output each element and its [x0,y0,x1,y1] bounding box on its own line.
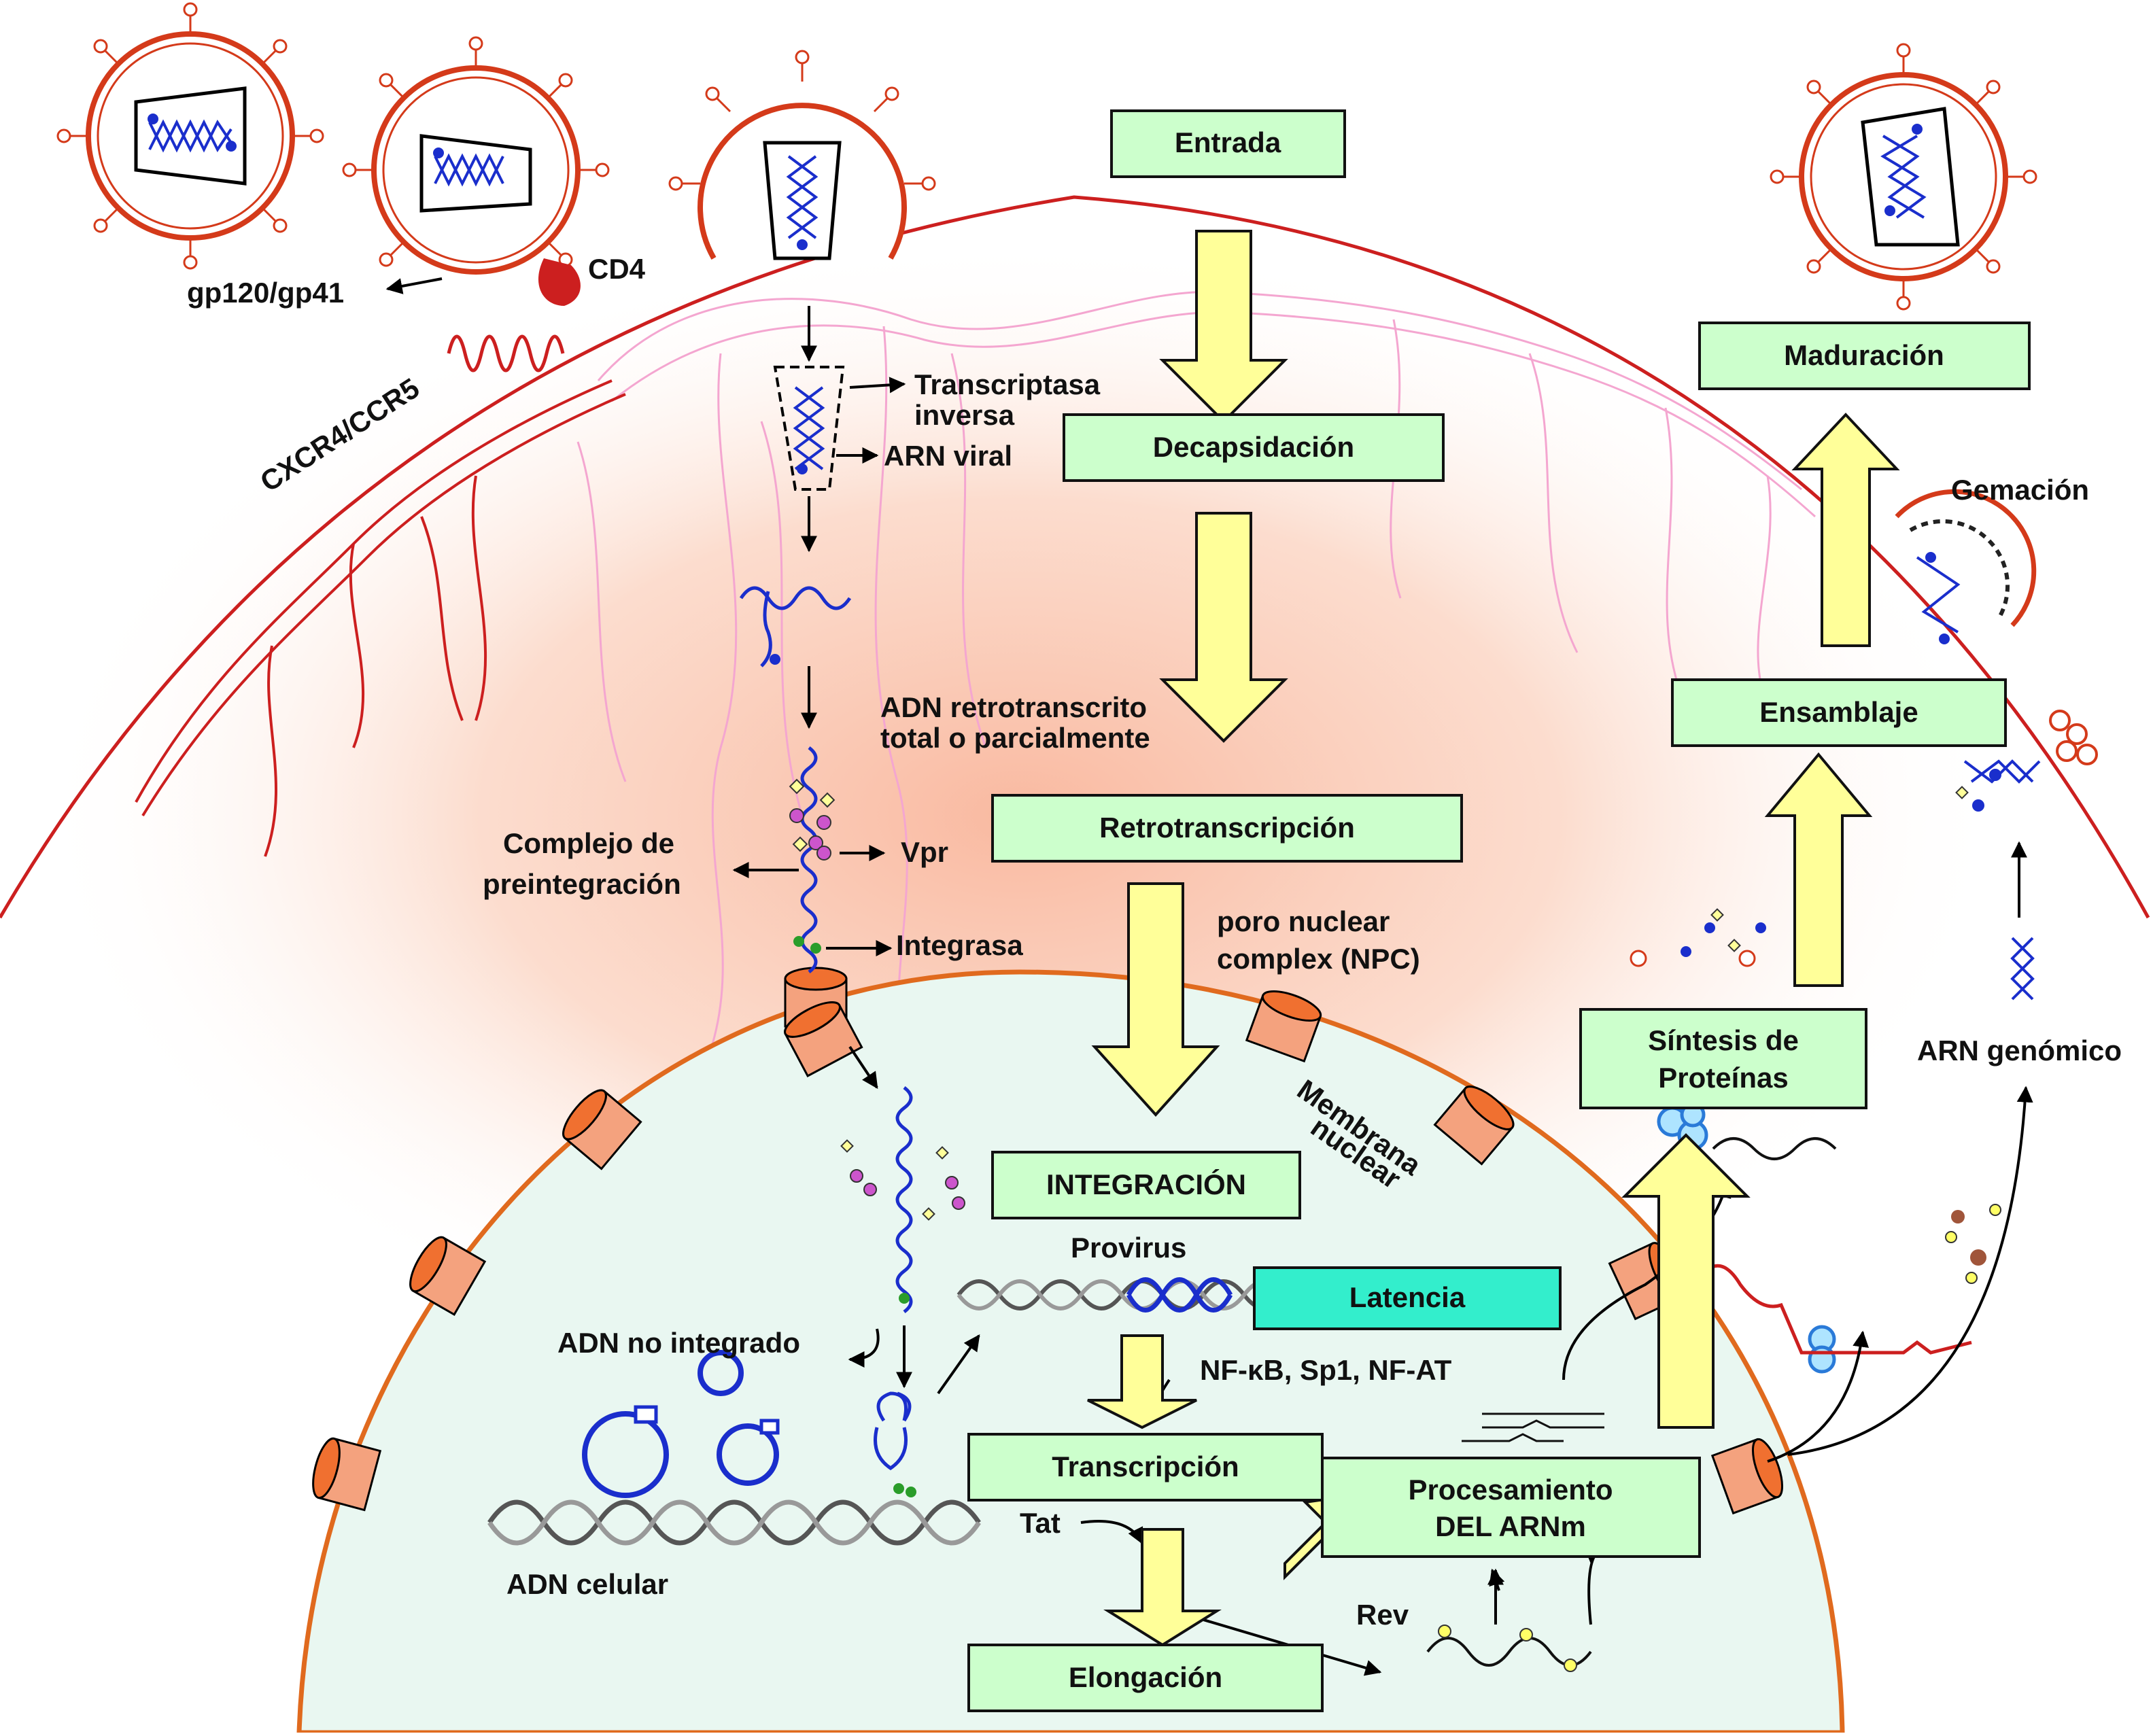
actin-filaments [135,379,626,857]
hiv-virion-icon [668,50,936,260]
stage-box-latencia [1253,1266,1562,1330]
stage-box-integracion [991,1151,1301,1219]
label-vpr: Vpr [901,836,948,868]
nuclear-pore-icon [409,1236,487,1317]
virions [56,2,2037,311]
dna-helix-icon [487,1499,981,1546]
stage-sintesis-label-1: Síntesis de [1648,1024,1799,1056]
protein-particles [1630,759,2041,1284]
nuclear-pore-icon [1710,1438,1784,1515]
stage-box-sintesis [1579,1008,1867,1109]
label-transcriptasa-1: Transcriptasa [914,368,1101,400]
label-arn-genomico: ARN genómico [1917,1035,2122,1066]
label-adn-retro-2: total o parcialmente [880,722,1150,754]
stage-boxes [967,109,2031,1712]
stage-entrada-label: Entrada [1175,126,1281,158]
stage-maduracion-label: Maduración [1784,339,1944,371]
label-complejo-2: preintegración [483,868,681,900]
label-gp120: gp120/gp41 [187,277,344,309]
hiv-virion-icon [342,36,610,275]
provirus-helix [957,1277,1287,1313]
label-arn-viral: ARN viral [884,440,1012,472]
spliced-rna [1462,1412,1604,1442]
reverse-transcription-pathway [739,366,852,973]
budding-bulbs [2049,710,2098,765]
stage-procesamiento-label-2: DEL ARNm [1435,1510,1586,1542]
nuclear-pores [312,967,1784,1515]
label-integrasa: Integrasa [896,929,1023,961]
cd4-receptor-icon [538,258,581,306]
stage-box-ensamblaje [1671,678,2007,747]
stage-box-retrotranscripcion [991,794,1463,863]
label-cd4: CD4 [588,253,646,285]
label-adn-retro-1: ADN retrotranscrito [880,691,1147,723]
stage-box-decapsidacion [1063,413,1445,482]
coreceptor-icon [447,334,565,372]
circular-dna-icon [582,1350,780,1498]
stage-box-maduracion [1698,322,2031,390]
stage-ensamblaje-label: Ensamblaje [1759,696,1918,728]
stage-sintesis-label-2: Proteínas [1658,1062,1788,1094]
cell-membrane [0,195,2150,919]
label-gemacion: Gemación [1951,474,2089,506]
label-rev: Rev [1356,1599,1409,1631]
label-poro-2: complex (NPC) [1217,943,1420,975]
nuclear-pore-icon [784,1001,863,1077]
stage-procesamiento-label-1: Procesamiento [1408,1474,1613,1506]
label-provirus: Provirus [1071,1232,1186,1264]
stage-box-procesamiento [1321,1457,1701,1558]
label-complejo-1: Complejo de [503,827,674,859]
label-poro-1: poro nuclear [1217,905,1390,937]
stage-transcripcion-label: Transcripción [1052,1451,1239,1482]
stage-elongacion-label: Elongación [1069,1661,1222,1693]
hiv-virion-icon [1770,43,2037,311]
hiv-virion-icon [56,2,324,270]
stage-box-entrada [1110,109,1346,178]
label-factores: NF-κB, Sp1, NF-AT [1200,1354,1452,1386]
mrna-rev [1426,1625,1592,1672]
label-transcriptasa-2: inversa [914,399,1015,431]
budding-virion [1895,489,2037,644]
translated-mrna [1712,1137,1837,1160]
label-adn-celular: ADN celular [506,1568,668,1600]
stage-decapsidacion-label: Decapsidación [1153,431,1354,463]
nuclear-pore-icon [562,1089,642,1170]
preintegration-complex-nucleus [840,1086,965,1497]
flow-arrows [1087,230,1900,1647]
nuclear-pore-icon [1245,990,1322,1063]
label-adn-no-integrado: ADN no integrado [557,1327,800,1359]
label-tat: Tat [1020,1507,1061,1539]
stage-retrotranscripcion-label: Retrotranscripción [1099,812,1355,844]
stage-box-elongacion [967,1644,1324,1712]
stage-latencia-label: Latencia [1349,1281,1466,1313]
stage-box-transcripcion [967,1433,1324,1501]
nuclear-pore-icon [1433,1086,1515,1166]
stage-integracion-label: INTEGRACIÓN [1046,1168,1246,1200]
nuclear-pore-icon [312,1437,382,1512]
